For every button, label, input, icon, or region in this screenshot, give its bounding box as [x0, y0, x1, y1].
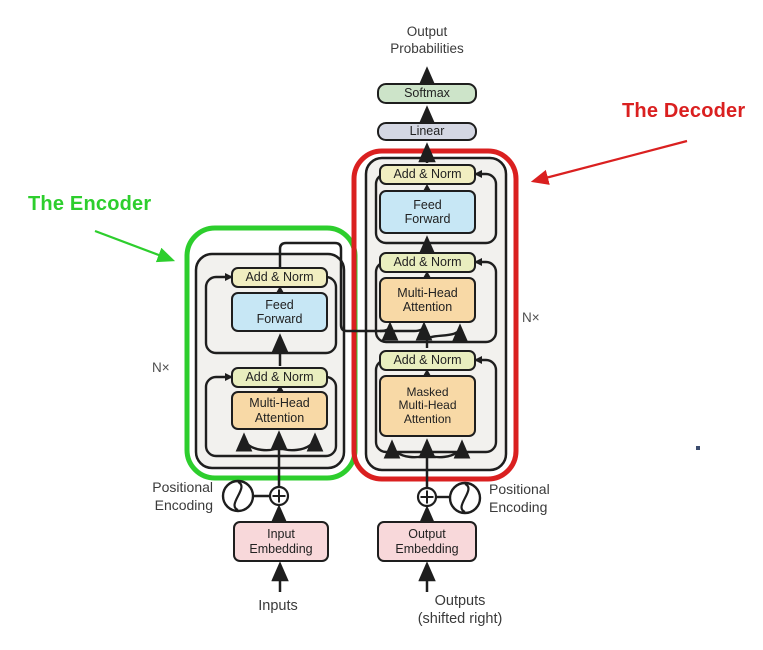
decoder-add-norm-2-box: Add & Norm: [379, 252, 476, 273]
box-label-line: Attention: [403, 411, 452, 426]
softmax-box: Softmax: [377, 83, 477, 104]
box-label-line: Input: [267, 527, 295, 542]
box-label-line: Multi-Head: [397, 285, 458, 300]
output-probabilities-label: Output Probabilities: [352, 24, 502, 58]
box-label-line: Forward: [256, 312, 303, 326]
sine-icon: [448, 481, 482, 515]
label-line: Encoding: [489, 498, 548, 515]
outputs-label: Outputs (shifted right): [385, 592, 535, 628]
linear-box: Linear: [377, 122, 477, 141]
encoder-add-norm-2-box: Add & Norm: [231, 367, 328, 388]
decoder-add-norm-1-box: Add & Norm: [379, 164, 476, 185]
box-label-line: Multi-Head: [398, 398, 457, 413]
decoder-annotation-label: The Decoder: [622, 100, 746, 122]
box-label-line: Embedding: [249, 541, 313, 556]
encoder-annotation-label: The Encoder: [28, 193, 152, 215]
label-line: Outputs: [434, 593, 486, 609]
label-line: Encoding: [154, 496, 213, 513]
decoder-feed-forward-box: Feed Forward: [379, 190, 476, 234]
box-label-line: Attention: [402, 300, 453, 314]
box-label-line: Feed: [413, 197, 442, 212]
label-line: (shifted right): [417, 611, 503, 628]
sine-icon: [221, 479, 255, 513]
box-label-line: Forward: [404, 212, 451, 226]
box-label-line: Output: [408, 527, 446, 542]
label-line: Positional: [152, 479, 213, 495]
inputs-label: Inputs: [258, 598, 298, 614]
decoder-annotation-arrow: [530, 139, 688, 185]
encoder-add-norm-1-box: Add & Norm: [231, 267, 328, 288]
positional-encoding-left-label: Positional Encoding: [133, 479, 213, 514]
output-embedding-box: Output Embedding: [377, 521, 477, 562]
input-embedding-box: Input Embedding: [233, 521, 329, 562]
stray-dot: [696, 446, 700, 450]
box-label-line: Feed: [265, 297, 294, 312]
label-line: Positional: [489, 481, 550, 497]
label-line: Output: [406, 24, 448, 39]
plus-icon: [268, 485, 290, 507]
decoder-add-norm-3-box: Add & Norm: [379, 350, 476, 371]
positional-encoding-right-label: Positional Encoding: [489, 481, 579, 516]
encoder-annotation-arrow: [94, 229, 176, 263]
encoder-multi-head-attention-box: Multi-Head Attention: [231, 391, 328, 430]
box-label-line: Embedding: [395, 541, 459, 556]
n-times-right-label: N×: [522, 310, 540, 325]
box-label-line: Masked: [406, 384, 449, 399]
label-line: Probabilities: [390, 40, 464, 56]
box-label-line: Attention: [254, 410, 305, 425]
masked-multi-head-attention-box: Masked Multi-Head Attention: [379, 375, 476, 437]
n-times-left-label: N×: [152, 360, 170, 375]
box-label-line: Multi-Head: [249, 396, 310, 411]
plus-icon: [416, 486, 438, 508]
encoder-feed-forward-box: Feed Forward: [231, 292, 328, 332]
decoder-multi-head-attention-box: Multi-Head Attention: [379, 277, 476, 323]
